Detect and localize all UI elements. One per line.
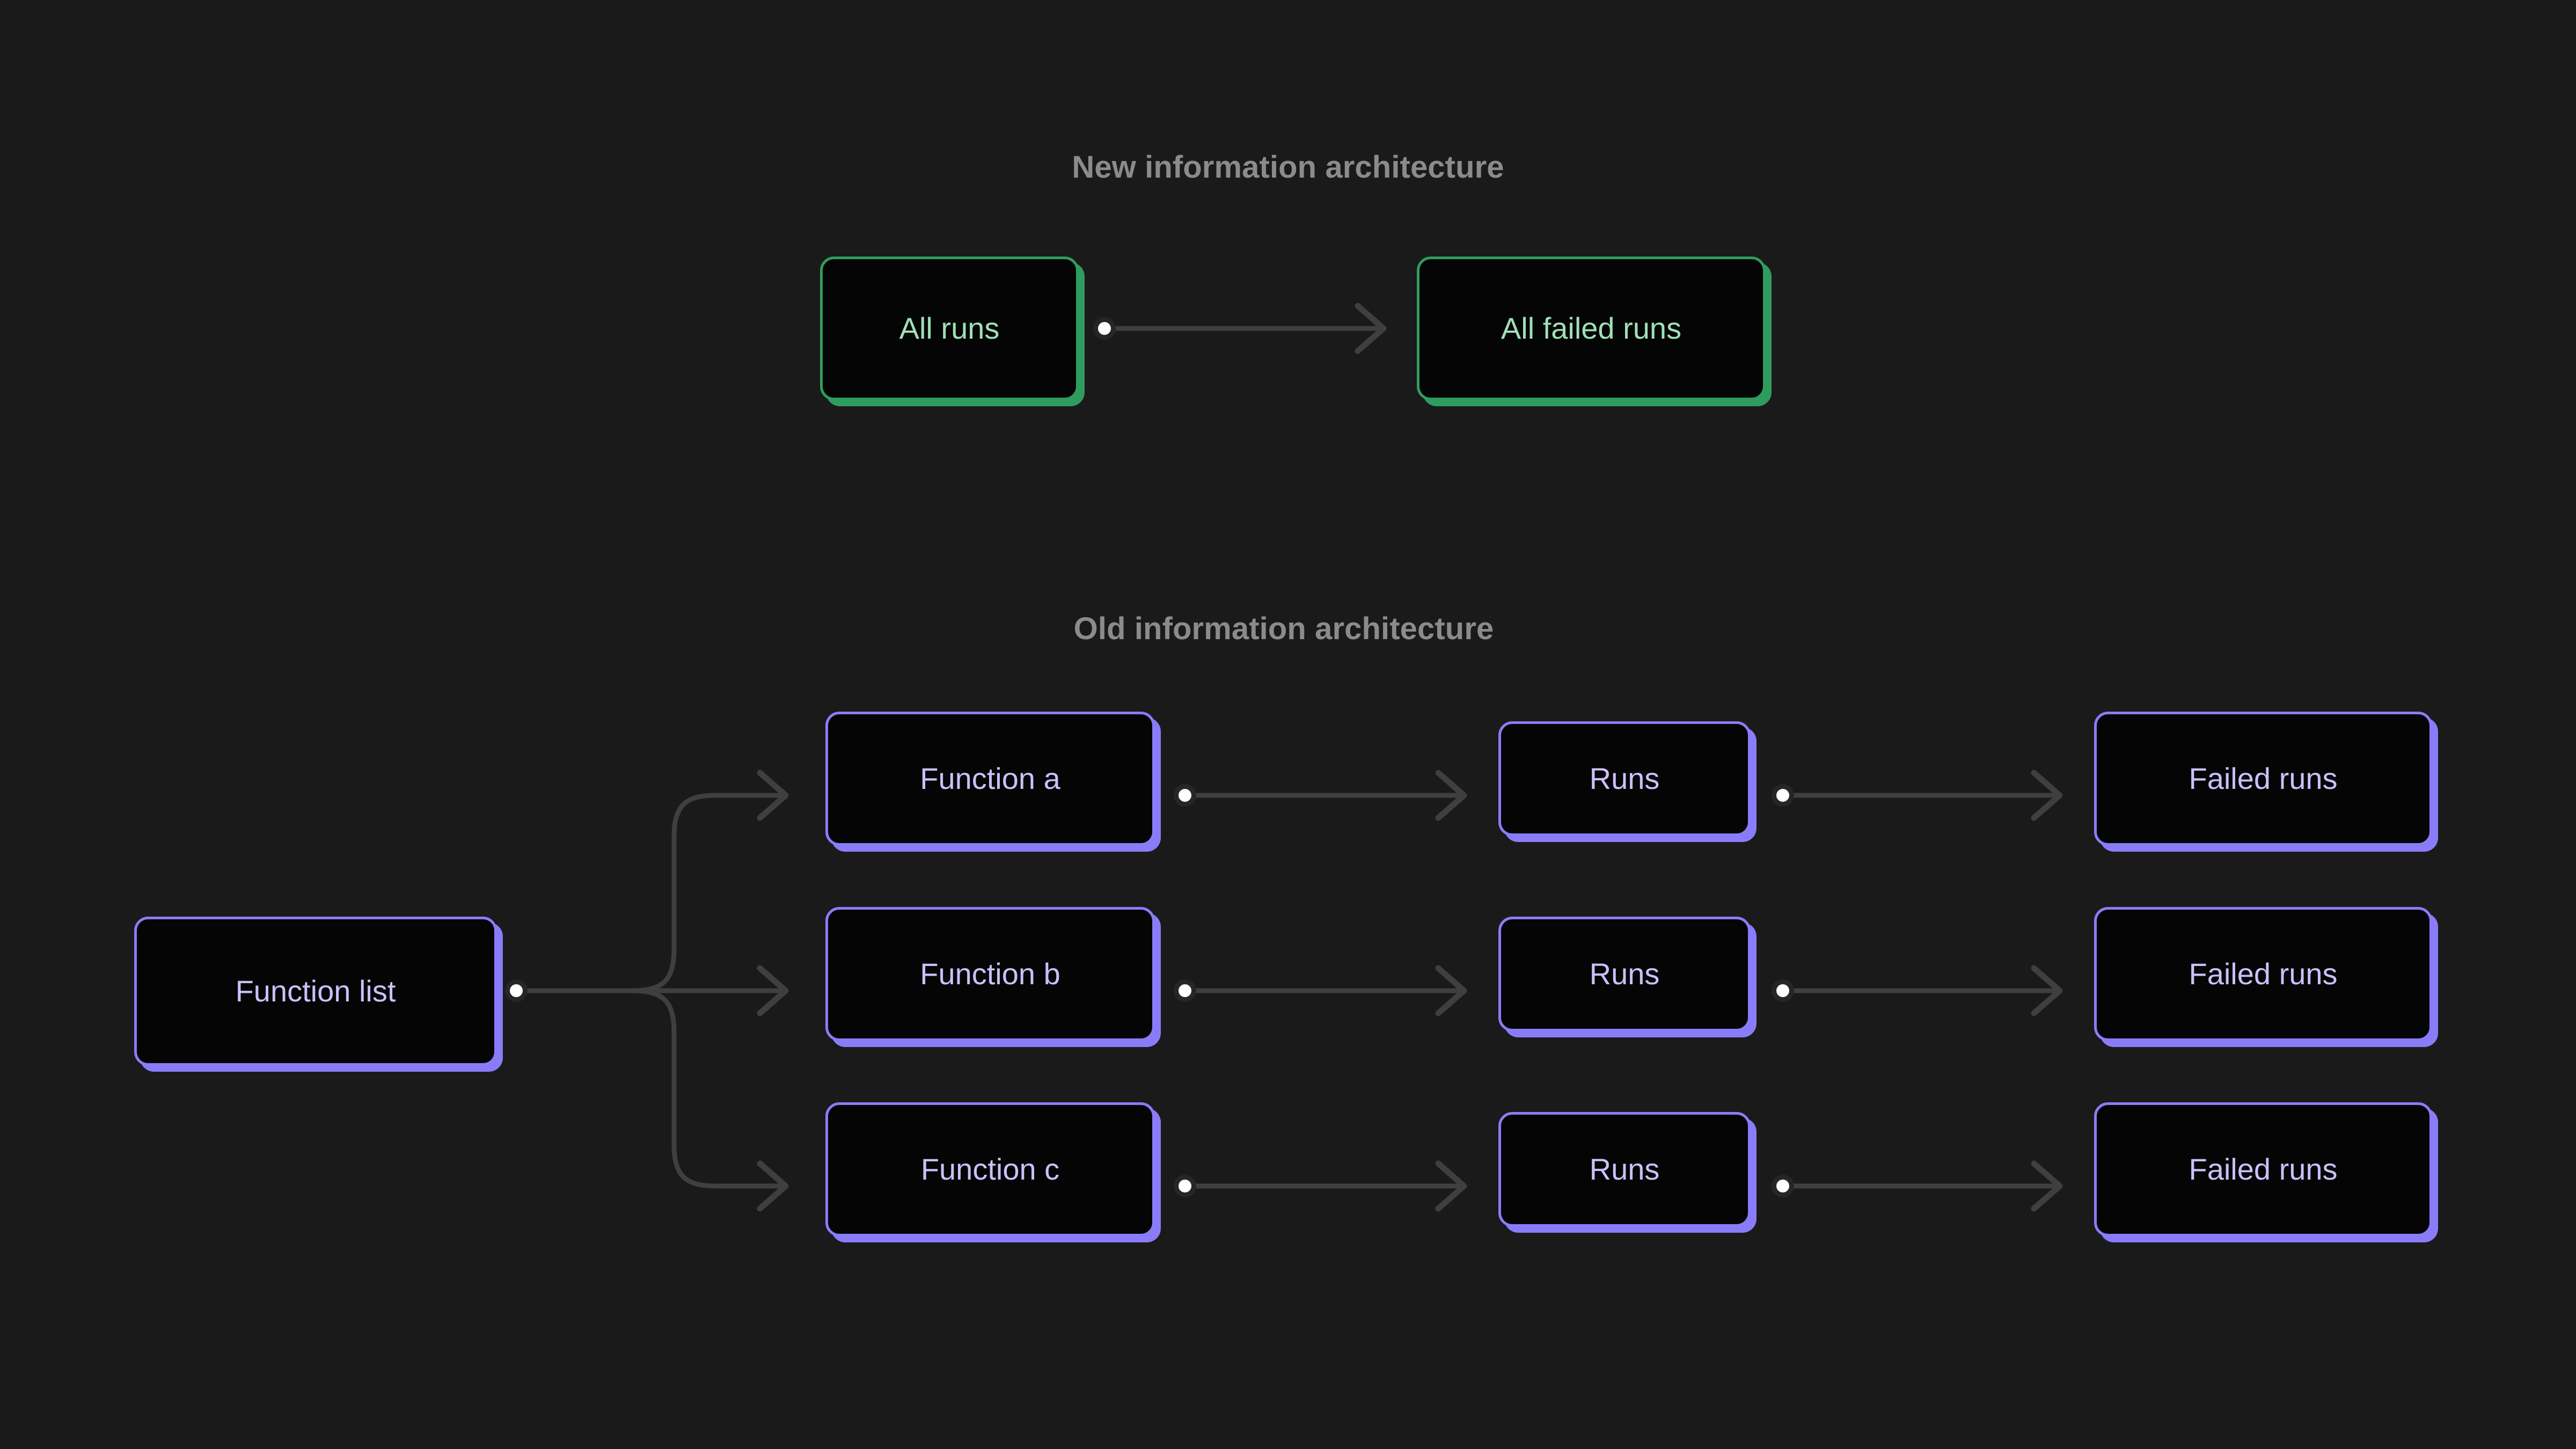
node-failed-runs-b[interactable]: Failed runs <box>2094 907 2432 1041</box>
node-function-list[interactable]: Function list <box>134 917 497 1066</box>
node-label-function-c: Function c <box>920 1152 1060 1186</box>
node-label-failed-runs-c: Failed runs <box>2189 1152 2338 1186</box>
connector-function-a-to-runs-a <box>1174 770 1467 821</box>
node-function-b[interactable]: Function b <box>825 907 1155 1041</box>
connector-runs-c-to-failed-runs-c <box>1772 1160 2063 1212</box>
node-label-all-failed-runs: All failed runs <box>1501 311 1682 345</box>
node-label-function-b: Function b <box>920 957 1060 991</box>
connector-runs-a-to-failed-runs-a <box>1772 770 2063 821</box>
node-runs-c[interactable]: Runs <box>1498 1112 1751 1227</box>
connector-function-list-branch <box>505 770 789 1212</box>
connector-function-b-to-runs-b <box>1174 965 1467 1016</box>
node-label-function-a: Function a <box>920 762 1060 795</box>
node-label-all-runs: All runs <box>899 311 1000 345</box>
node-function-a[interactable]: Function a <box>825 712 1155 846</box>
connector-runs-b-to-failed-runs-b <box>1772 965 2063 1016</box>
node-label-runs-a: Runs <box>1589 762 1660 795</box>
node-runs-b[interactable]: Runs <box>1498 917 1751 1031</box>
section-title-new-architecture: New information architecture <box>1072 150 1504 185</box>
node-label-failed-runs-a: Failed runs <box>2189 762 2338 795</box>
node-label-failed-runs-b: Failed runs <box>2189 957 2338 991</box>
node-all-failed-runs[interactable]: All failed runs <box>1417 257 1766 400</box>
node-label-function-list: Function list <box>235 974 396 1008</box>
node-label-runs-b: Runs <box>1589 957 1660 991</box>
node-failed-runs-c[interactable]: Failed runs <box>2094 1102 2432 1236</box>
node-function-c[interactable]: Function c <box>825 1102 1155 1236</box>
node-runs-a[interactable]: Runs <box>1498 721 1751 836</box>
node-all-runs[interactable]: All runs <box>820 257 1079 400</box>
node-label-runs-c: Runs <box>1589 1152 1660 1186</box>
section-title-old-architecture: Old information architecture <box>1073 611 1494 646</box>
node-failed-runs-a[interactable]: Failed runs <box>2094 712 2432 846</box>
connector-all-runs-to-all-failed-runs <box>1093 303 1387 354</box>
connector-function-c-to-runs-c <box>1174 1160 1467 1212</box>
